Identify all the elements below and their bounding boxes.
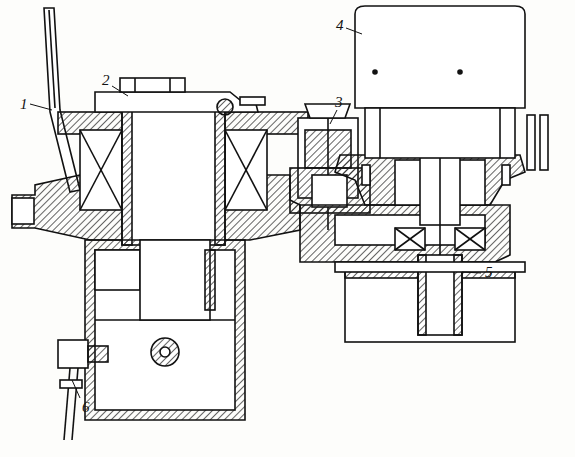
callout-number: 4 [334, 17, 346, 34]
callout-number: 3 [333, 94, 345, 111]
callout-number: 1 [18, 96, 30, 113]
callout-number: 2 [100, 72, 112, 89]
callout-number: 5 [483, 264, 495, 281]
callout-number: 6 [80, 399, 92, 416]
